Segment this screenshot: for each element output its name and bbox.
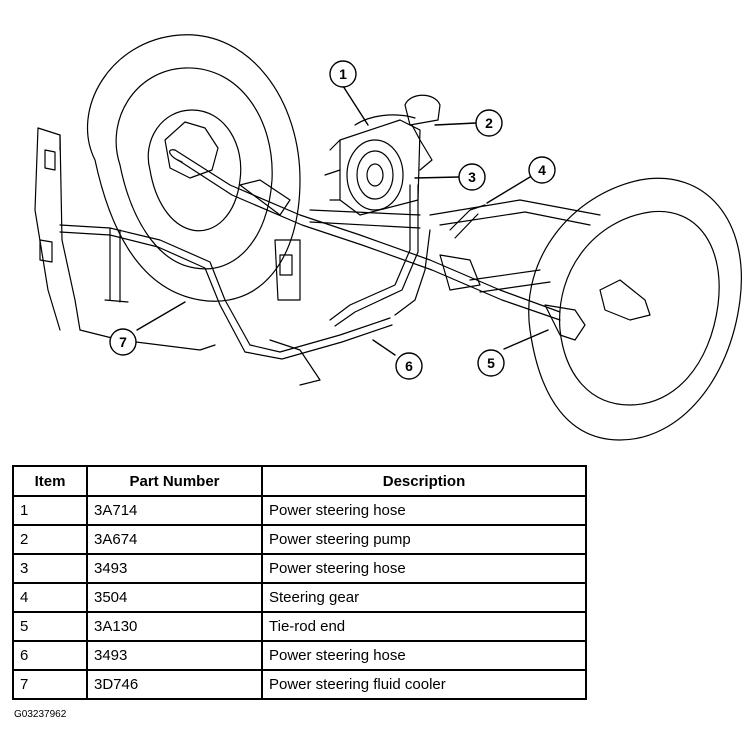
item-cell: 1 (12, 495, 88, 526)
callout-5: 5 (477, 349, 505, 377)
description-cell: Power steering hose (261, 495, 587, 526)
description-cell: Tie-rod end (261, 611, 587, 642)
description-cell: Power steering hose (261, 553, 587, 584)
table-row: 6 3493 Power steering hose (12, 640, 587, 671)
header-item: Item (12, 465, 88, 497)
callout-6: 6 (395, 352, 423, 380)
description-cell: Power steering fluid cooler (261, 669, 587, 700)
item-cell: 5 (12, 611, 88, 642)
svg-text:6: 6 (405, 358, 413, 374)
power-steering-hose-illustration (329, 114, 431, 327)
svg-text:7: 7 (119, 334, 127, 350)
figure-id-label: G03237962 (14, 709, 67, 720)
crossmember-illustration (429, 199, 601, 293)
parts-table: Item Part Number Description 1 3A714 Pow… (12, 465, 587, 700)
callout-1: 1 (329, 60, 357, 88)
callout-leader-lines (136, 85, 549, 356)
callout-2: 2 (475, 109, 503, 137)
callout-4: 4 (528, 156, 556, 184)
table-row: 1 3A714 Power steering hose (12, 495, 587, 526)
part-number-cell: 3A714 (86, 495, 263, 526)
part-number-cell: 3493 (86, 553, 263, 584)
callout-markers: 1 2 3 4 5 6 7 (109, 60, 556, 380)
table-row: 2 3A674 Power steering pump (12, 524, 587, 555)
item-cell: 3 (12, 553, 88, 584)
svg-text:1: 1 (339, 66, 347, 82)
description-cell: Power steering pump (261, 524, 587, 555)
table-row: 5 3A130 Tie-rod end (12, 611, 587, 642)
svg-text:3: 3 (468, 169, 476, 185)
frame-rail-illustration (34, 127, 321, 386)
part-number-cell: 3A130 (86, 611, 263, 642)
callout-3: 3 (458, 163, 486, 191)
description-cell: Power steering hose (261, 640, 587, 671)
part-number-cell: 3D746 (86, 669, 263, 700)
svg-text:5: 5 (487, 355, 495, 371)
table-row: 4 3504 Steering gear (12, 582, 587, 613)
table-row: 3 3493 Power steering hose (12, 553, 587, 584)
description-cell: Steering gear (261, 582, 587, 613)
table-header-row: Item Part Number Description (12, 465, 587, 497)
svg-text:2: 2 (485, 115, 493, 131)
svg-text:4: 4 (538, 162, 546, 178)
item-cell: 7 (12, 669, 88, 700)
item-cell: 6 (12, 640, 88, 671)
part-number-cell: 3493 (86, 640, 263, 671)
right-tire-illustration (528, 177, 742, 441)
header-part-number: Part Number (86, 465, 263, 497)
part-number-cell: 3A674 (86, 524, 263, 555)
fluid-cooler-illustration (59, 224, 393, 360)
header-description: Description (261, 465, 587, 497)
steering-system-illustration: 1 2 3 4 5 6 7 (34, 34, 742, 441)
table-row: 7 3D746 Power steering fluid cooler (12, 669, 587, 700)
item-cell: 4 (12, 582, 88, 613)
part-number-cell: 3504 (86, 582, 263, 613)
left-tire-illustration (86, 34, 301, 302)
power-steering-pump-illustration (309, 94, 441, 229)
item-cell: 2 (12, 524, 88, 555)
callout-7: 7 (109, 328, 137, 356)
